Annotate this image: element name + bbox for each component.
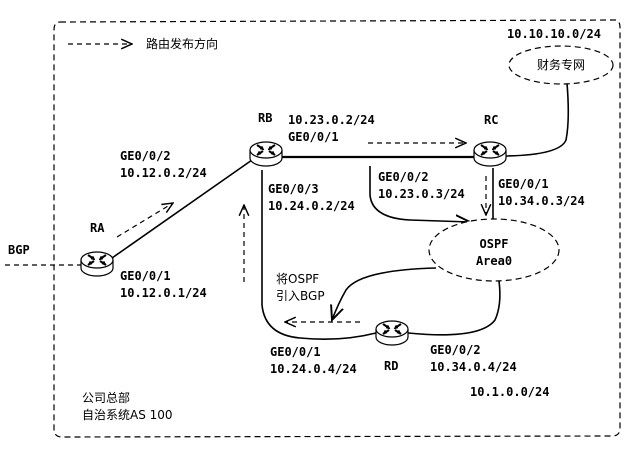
- bgp-label: BGP: [8, 243, 30, 257]
- router-rc[interactable]: [473, 141, 507, 167]
- rd-ge002-interface: GE0/0/2: [430, 343, 481, 357]
- as-label-line2: 自治系统AS 100: [82, 408, 173, 422]
- finance-network-cloud: [508, 45, 614, 85]
- router-rd-name: RD: [384, 359, 398, 373]
- import-annotation-line1: 将OSPF: [276, 272, 319, 286]
- router-rd[interactable]: [375, 320, 409, 346]
- as-boundary: [53, 19, 621, 438]
- rb-ge003-ip: 10.24.0.2/24: [268, 199, 355, 213]
- import-annotation-line2: 引入BGP: [276, 289, 325, 303]
- link-rb-rd: [261, 170, 377, 341]
- rc-ge001-interface: GE0/0/1: [498, 177, 549, 191]
- ospf-label: OSPF: [480, 237, 509, 251]
- router-ra-name: RA: [90, 221, 105, 235]
- router-rb-name: RB: [258, 111, 272, 125]
- ospf-area-label: Area0: [476, 254, 512, 268]
- rc-ge002-ip: 10.23.0.3/24: [378, 187, 465, 201]
- legend-label: 路由发布方向: [146, 36, 218, 51]
- finance-network-label: 财务专网: [537, 57, 585, 72]
- link-rc-finance: [505, 82, 570, 157]
- link-ra-rb: [111, 159, 253, 259]
- advert-arrow-ra-rb: [116, 203, 173, 238]
- rb-ge002-interface: GE0/0/2: [120, 149, 171, 163]
- rb-ge001-ip: 10.23.0.2/24: [288, 113, 375, 127]
- advert-arrow-rc-ospf-curve: [369, 166, 470, 222]
- rc-ge002-interface: GE0/0/2: [378, 170, 429, 184]
- link-rd-ospf: [407, 280, 501, 336]
- finance-network-subnet: 10.10.10.0/24: [507, 27, 601, 41]
- rb-ge002-ip: 10.12.0.2/24: [120, 166, 207, 180]
- as-label-line1: 公司总部: [82, 390, 130, 405]
- ospf-subnet: 10.1.0.0/24: [470, 385, 549, 399]
- ra-ge001-interface: GE0/0/1: [120, 269, 171, 283]
- router-rb[interactable]: [249, 141, 283, 167]
- ra-ge001-ip: 10.12.0.1/24: [120, 286, 207, 300]
- router-rc-name: RC: [484, 113, 498, 127]
- advert-arrow-ospf-import: [332, 267, 437, 320]
- rd-ge001-interface: GE0/0/1: [270, 345, 321, 359]
- rb-ge001-interface: GE0/0/1: [288, 130, 339, 144]
- router-ra[interactable]: [80, 251, 114, 277]
- rc-ge001-ip: 10.34.0.3/24: [498, 194, 585, 208]
- rd-ge002-ip: 10.34.0.4/24: [430, 360, 517, 374]
- rb-ge003-interface: GE0/0/3: [268, 182, 319, 196]
- rd-ge001-ip: 10.24.0.4/24: [270, 362, 357, 376]
- ospf-area0-cloud: [428, 218, 560, 282]
